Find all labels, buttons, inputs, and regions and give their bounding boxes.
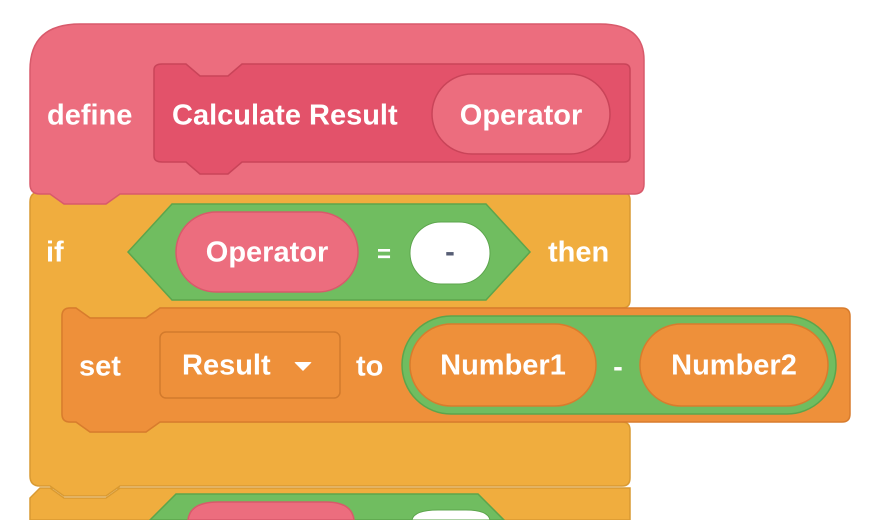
if-keyword: if [46, 236, 64, 269]
next-if-condition-reporter[interactable] [187, 501, 355, 520]
procedure-name-label: Calculate Result [172, 99, 398, 132]
set-keyword: set [79, 350, 121, 383]
then-keyword: then [548, 236, 610, 269]
variable-dropdown-shape[interactable] [159, 331, 341, 399]
next-if-condition-value[interactable] [411, 509, 491, 520]
chevron-down-icon[interactable] [294, 362, 312, 371]
expression-left-label[interactable]: Number1 [440, 349, 566, 382]
condition-left-label[interactable]: Operator [205, 236, 329, 269]
define-keyword: define [47, 99, 133, 132]
condition-right-input-shape[interactable] [409, 221, 491, 285]
variable-dropdown-label[interactable]: Result [182, 349, 271, 382]
condition-left-reporter-shape[interactable] [175, 211, 359, 293]
condition-right-value[interactable]: - [445, 236, 455, 269]
expression-right-reporter-shape[interactable] [639, 323, 829, 407]
param-reporter-label[interactable]: Operator [459, 99, 583, 132]
expression-right-label[interactable]: Number2 [671, 349, 797, 382]
param-reporter-shape[interactable] [431, 73, 611, 155]
expression-operator-label: - [613, 351, 623, 384]
to-keyword: to [356, 350, 384, 383]
expression-left-reporter-shape[interactable] [409, 323, 597, 407]
condition-operator-label: = [376, 241, 392, 268]
